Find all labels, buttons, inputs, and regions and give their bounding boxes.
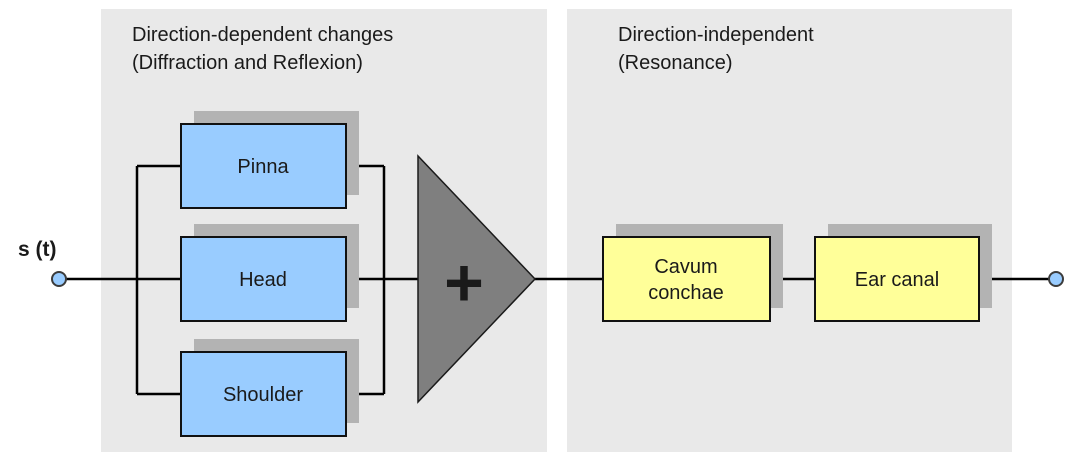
ear-canal-block-label: Ear canal [855,269,940,291]
left-panel-title-line1: Direction-dependent changes [132,24,393,46]
shoulder-block-label: Shoulder [223,384,303,406]
left-panel-title-line2: (Diffraction and Reflexion) [132,52,363,74]
input-signal-label: s (t) [18,238,57,261]
right-panel-title-line1: Direction-independent [618,24,814,46]
pinna-block-label: Pinna [237,156,289,178]
input-node [51,271,67,287]
head-block-label: Head [239,269,287,291]
cavum-conchae-block-label-line2: conchae [648,282,724,304]
head-block [180,236,347,322]
pinna-block [180,123,347,209]
cavum-conchae-block-label-line1: Cavum [654,256,717,278]
output-node [1048,271,1064,287]
ear-canal-block [814,236,980,322]
cavum-conchae-block [602,236,771,322]
summer-triangle [417,154,537,404]
shoulder-block [180,351,347,437]
right-panel-title-line2: (Resonance) [618,52,733,74]
plus-icon: + [444,245,484,321]
